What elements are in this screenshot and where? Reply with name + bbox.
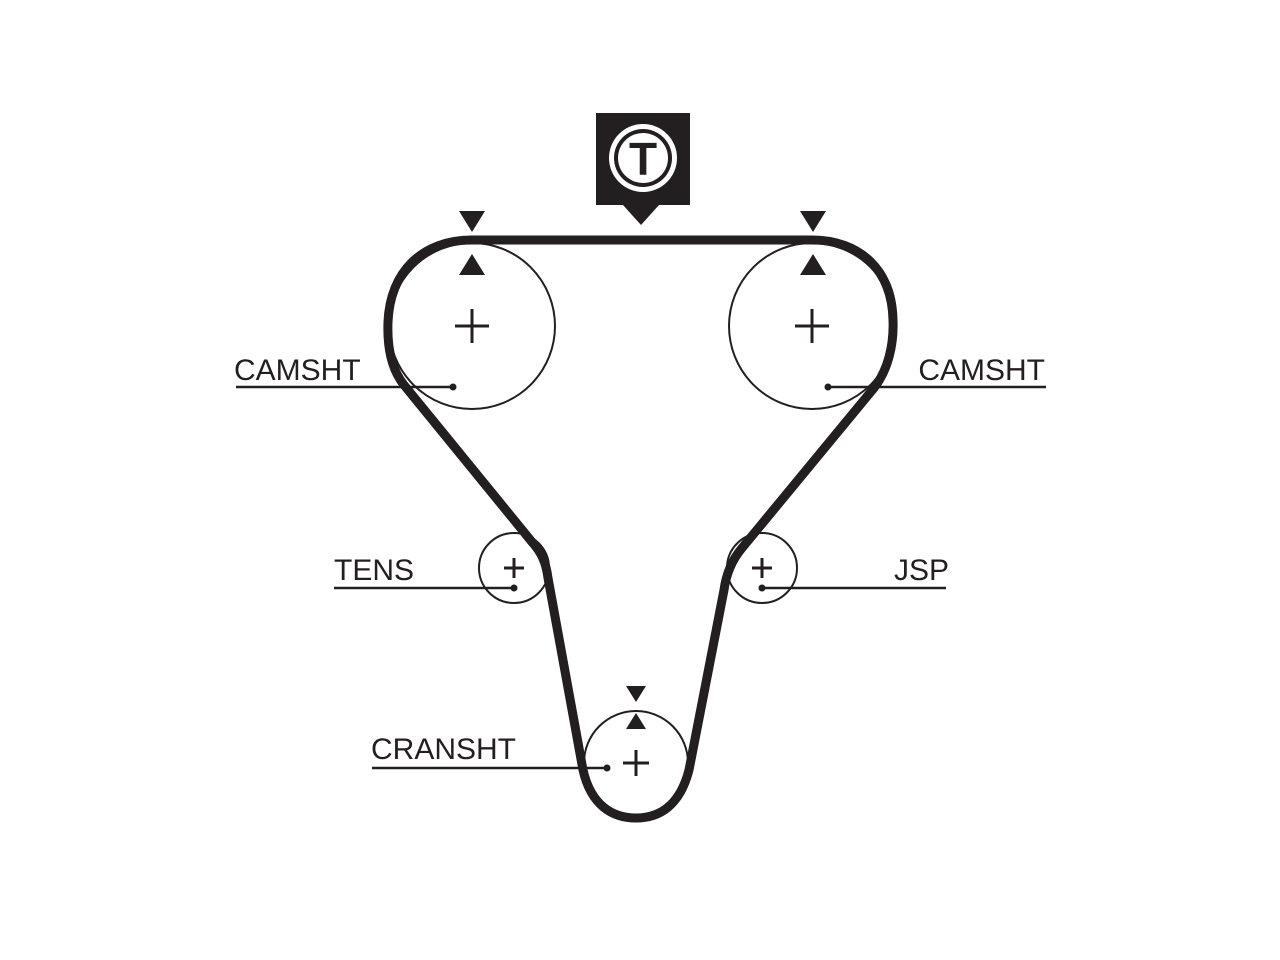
- plus-icon: [623, 750, 649, 776]
- plus-icon: [795, 309, 829, 343]
- timing-mark-icon: [459, 211, 485, 275]
- timing-mark-icon: [800, 211, 826, 275]
- crankshaft-callout: CRANSHT: [371, 733, 611, 772]
- jackshaft-label: JSP: [894, 554, 949, 587]
- tensioner-badge-icon: T: [596, 113, 690, 225]
- plus-icon: [455, 309, 489, 343]
- camshaft-right-callout: CAMSHT: [824, 354, 1046, 391]
- camshaft-left-callout: CAMSHT: [234, 354, 457, 391]
- tensioner-badge-letter: T: [629, 133, 657, 185]
- timing-mark-icon: [626, 686, 646, 729]
- timing-belt: [383, 235, 898, 823]
- tensioner-callout: TENS: [334, 554, 518, 592]
- crankshaft-label: CRANSHT: [371, 733, 516, 766]
- tensioner-label: TENS: [334, 554, 414, 587]
- camshaft-right-label: CAMSHT: [918, 354, 1045, 387]
- jackshaft-callout: JSP: [758, 554, 949, 592]
- plus-icon: [752, 558, 772, 578]
- plus-icon: [504, 558, 524, 578]
- camshaft-left-label: CAMSHT: [234, 354, 361, 387]
